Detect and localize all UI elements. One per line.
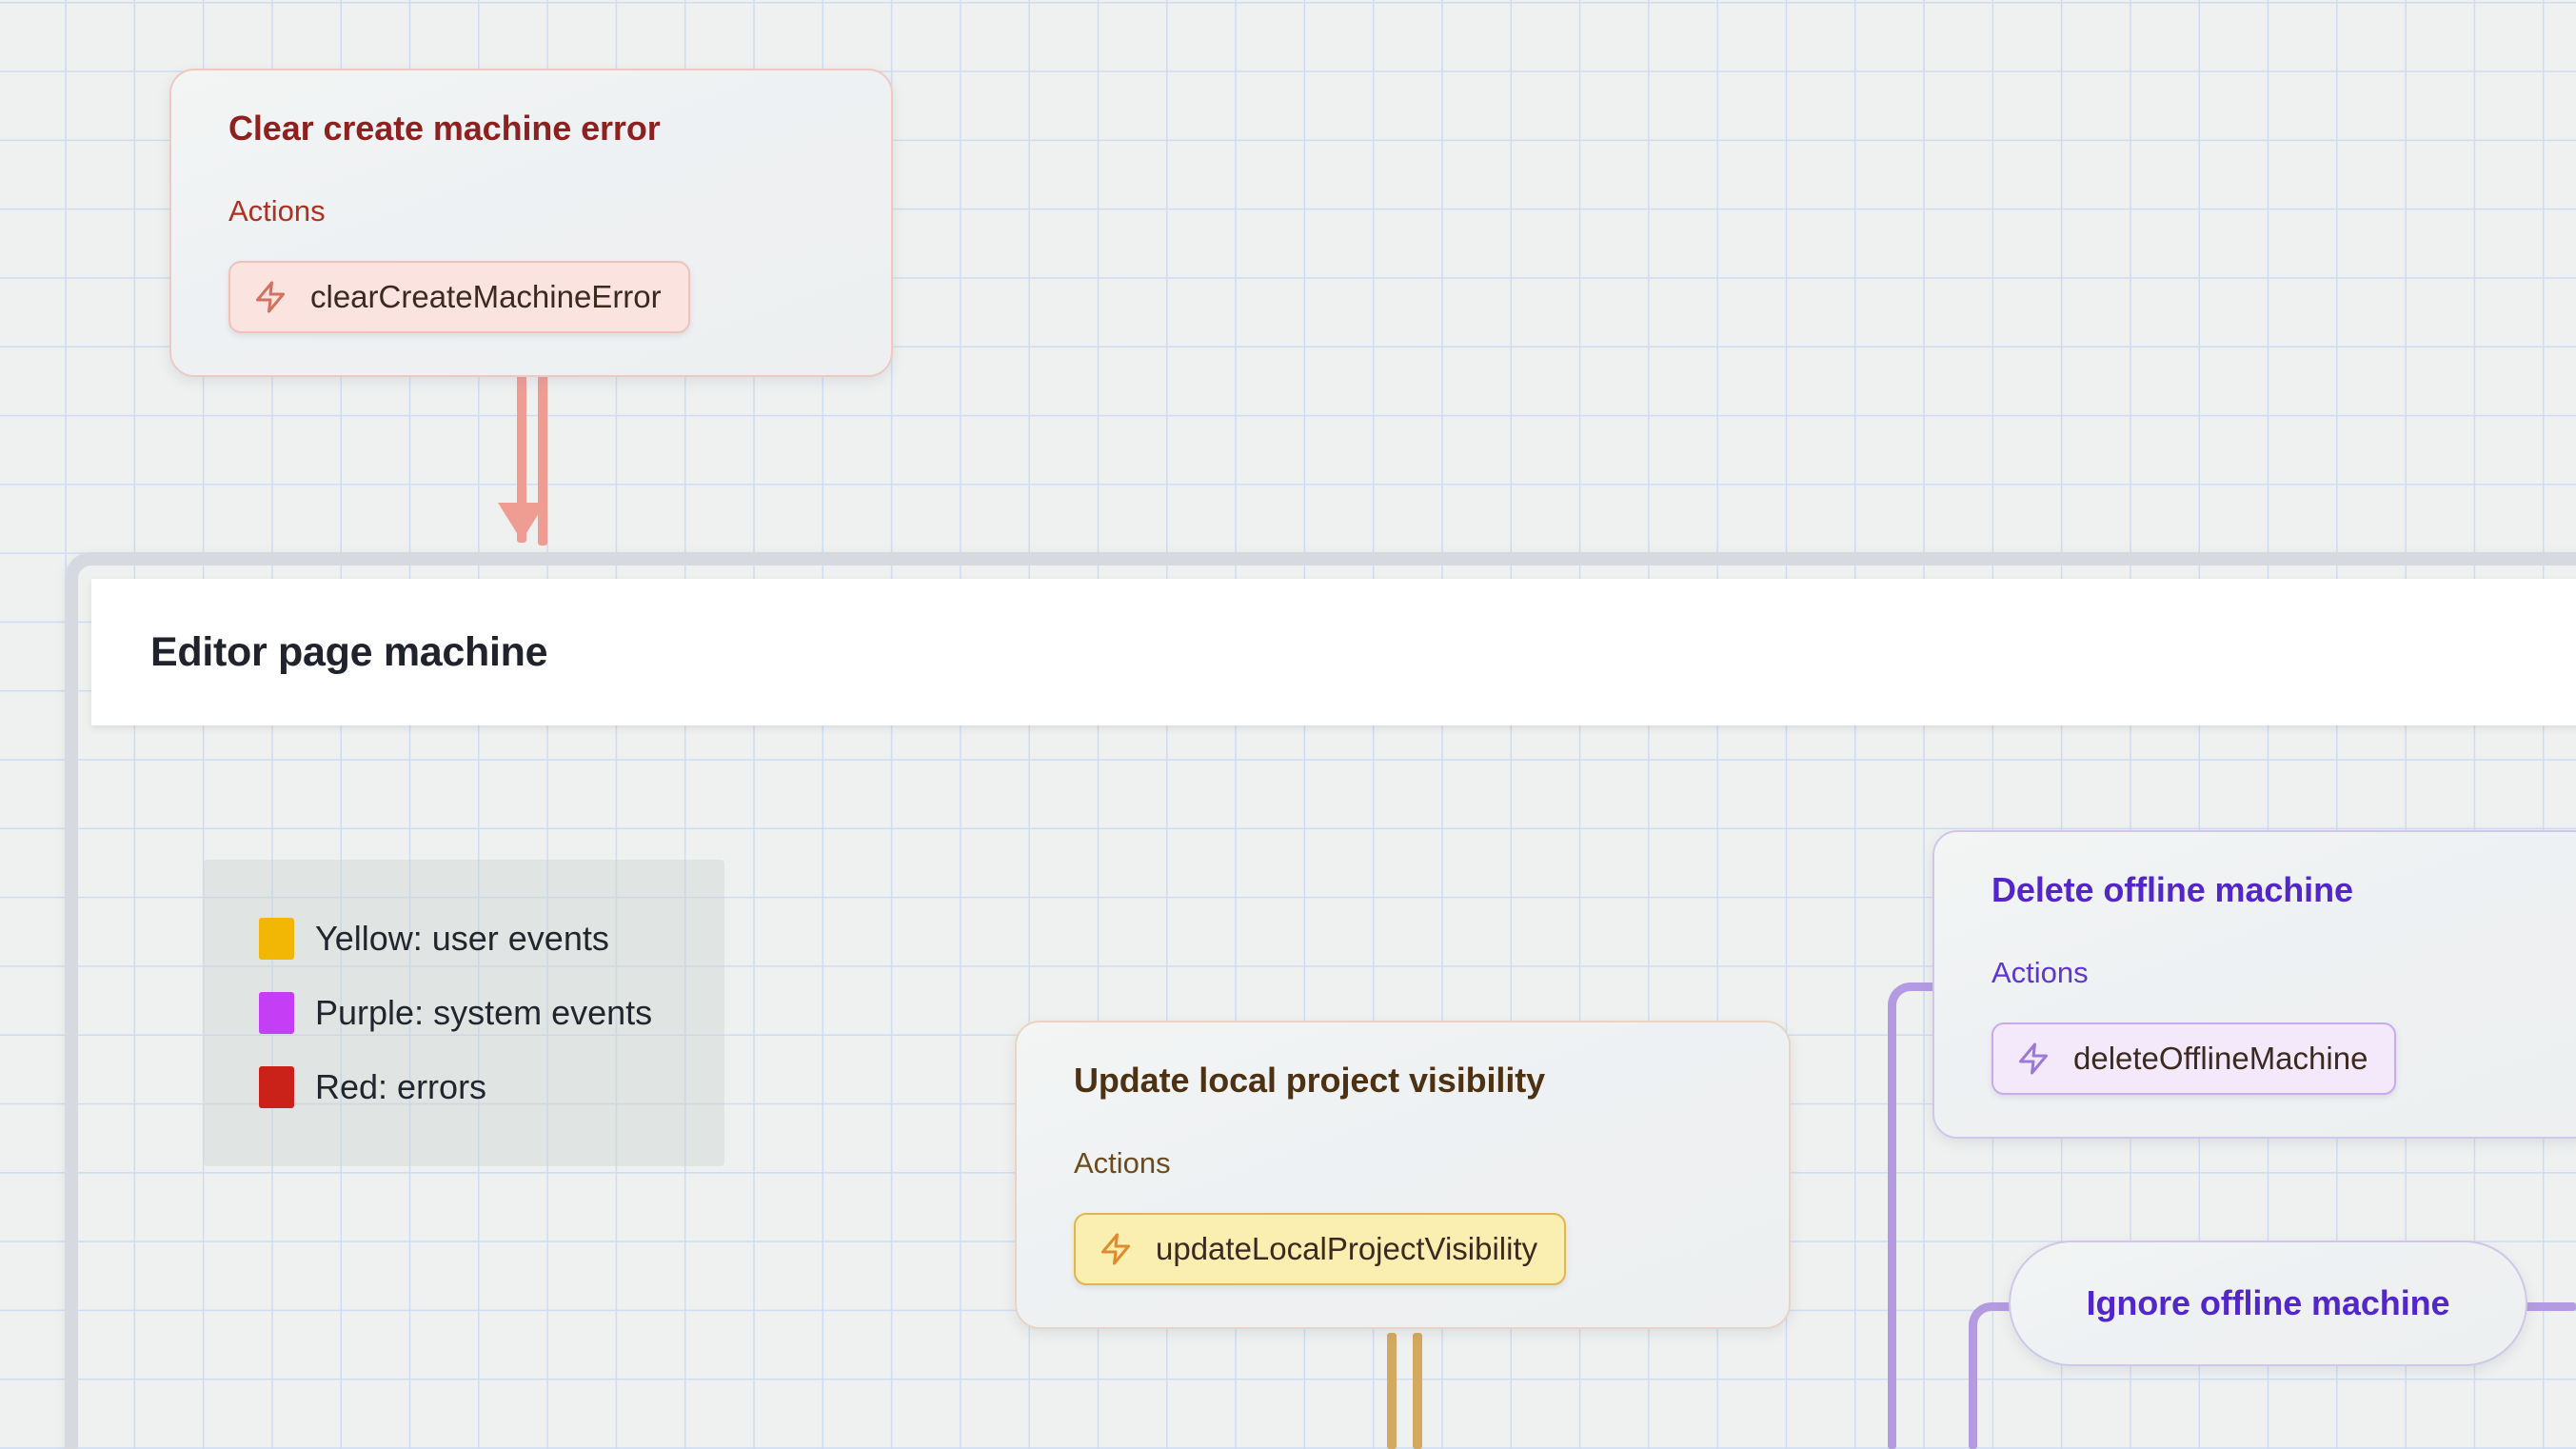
action-chip-label: deleteOfflineMachine (2073, 1041, 2368, 1076)
action-chip-label: clearCreateMachineError (310, 279, 662, 314)
bolt-icon (2016, 1040, 2051, 1078)
legend-label: Purple: system events (315, 993, 653, 1032)
node-actions-label: Actions (1074, 1146, 1171, 1180)
bolt-icon (1099, 1230, 1133, 1268)
edge-line-purple-ignore-horizontal-right (2521, 1302, 2576, 1311)
node-title: Clear create machine error (228, 109, 661, 148)
edge-elbow-purple-delete (1888, 983, 1932, 1026)
node-title: Ignore offline machine (2086, 1283, 2450, 1322)
action-chip-clear-create-machine-error[interactable]: clearCreateMachineError (228, 261, 690, 333)
state-node-update-local-project-visibility[interactable]: Update local project visibility Actions … (1015, 1021, 1791, 1329)
state-node-delete-offline-machine[interactable]: Delete offline machine Actions deleteOff… (1932, 830, 2576, 1139)
edge-line-purple-delete-vertical (1888, 1019, 1896, 1449)
legend-label: Yellow: user events (315, 919, 609, 958)
legend-row: Purple: system events (259, 976, 724, 1050)
state-node-ignore-offline-machine[interactable]: Ignore offline machine (2009, 1241, 2527, 1366)
action-chip-update-local-project-visibility[interactable]: updateLocalProjectVisibility (1074, 1213, 1567, 1285)
action-chip-delete-offline-machine[interactable]: deleteOfflineMachine (1991, 1022, 2397, 1095)
machine-container-editor-page-machine[interactable]: Editor page machine (65, 552, 2576, 1449)
purple-swatch (259, 992, 294, 1034)
edge-line-purple-ignore-vertical (1969, 1339, 1977, 1449)
legend-row: Red: errors (259, 1050, 724, 1124)
action-chip-label: updateLocalProjectVisibility (1156, 1231, 1538, 1266)
state-node-clear-create-machine-error[interactable]: Clear create machine error Actions clear… (169, 69, 893, 377)
bolt-icon (253, 278, 287, 316)
machine-title: Editor page machine (150, 628, 548, 675)
legend: Yellow: user events Purple: system event… (204, 860, 724, 1166)
legend-row: Yellow: user events (259, 902, 724, 976)
machine-header: Editor page machine (91, 579, 2576, 725)
node-title: Delete offline machine (1991, 870, 2353, 909)
edge-line-red-left (517, 371, 526, 543)
red-swatch (259, 1066, 294, 1108)
node-actions-label: Actions (228, 194, 326, 228)
edge-elbow-purple-ignore (1969, 1302, 2012, 1346)
yellow-swatch (259, 918, 294, 960)
node-actions-label: Actions (1991, 956, 2089, 989)
legend-label: Red: errors (315, 1067, 487, 1106)
edge-arrowhead-red (498, 503, 545, 541)
node-title: Update local project visibility (1074, 1061, 1546, 1100)
edge-line-red-right (538, 371, 547, 546)
edge-line-yellow-left (1387, 1333, 1397, 1449)
edge-line-yellow-right (1413, 1333, 1422, 1449)
